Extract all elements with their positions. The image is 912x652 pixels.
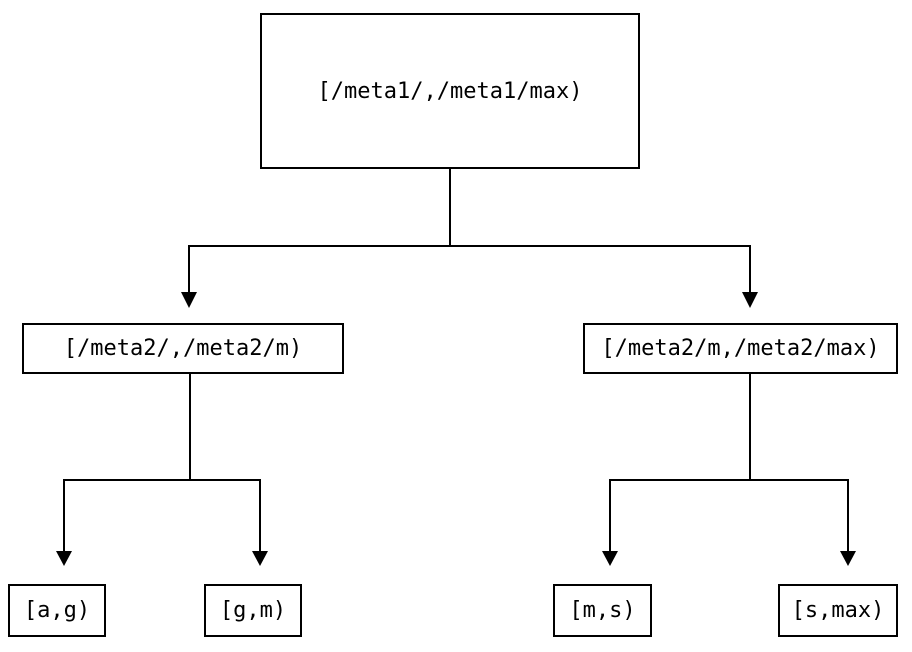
tree-node-left-child-label: [/meta2/,/meta2/m) <box>63 336 303 361</box>
arrowhead-leaf-gm <box>252 551 268 566</box>
arrowhead-leaf-smax <box>840 551 856 566</box>
arrowhead-leaf-ag <box>56 551 72 566</box>
tree-node-left-child: [/meta2/,/meta2/m) <box>22 323 344 374</box>
arrowhead-left-child <box>181 292 197 308</box>
tree-node-leaf-smax: [s,max) <box>778 584 898 637</box>
tree-node-leaf-gm: [g,m) <box>204 584 302 637</box>
tree-node-leaf-ag-label: [a,g) <box>23 598 91 623</box>
tree-node-leaf-ag: [a,g) <box>8 584 106 637</box>
tree-node-right-child: [/meta2/m,/meta2/max) <box>583 323 898 374</box>
edge-lines-group <box>63 168 849 551</box>
arrowhead-right-child <box>742 292 758 308</box>
tree-node-right-child-label: [/meta2/m,/meta2/max) <box>601 336 880 361</box>
tree-node-leaf-gm-label: [g,m) <box>219 598 287 623</box>
arrowheads-group <box>56 292 856 566</box>
arrowhead-leaf-ms <box>602 551 618 566</box>
tree-node-root: [/meta1/,/meta1/max) <box>260 13 640 169</box>
tree-node-leaf-smax-label: [s,max) <box>791 598 885 623</box>
tree-node-root-label: [/meta1/,/meta1/max) <box>317 78 583 104</box>
tree-node-leaf-ms: [m,s) <box>553 584 652 637</box>
tree-node-leaf-ms-label: [m,s) <box>569 598 636 623</box>
